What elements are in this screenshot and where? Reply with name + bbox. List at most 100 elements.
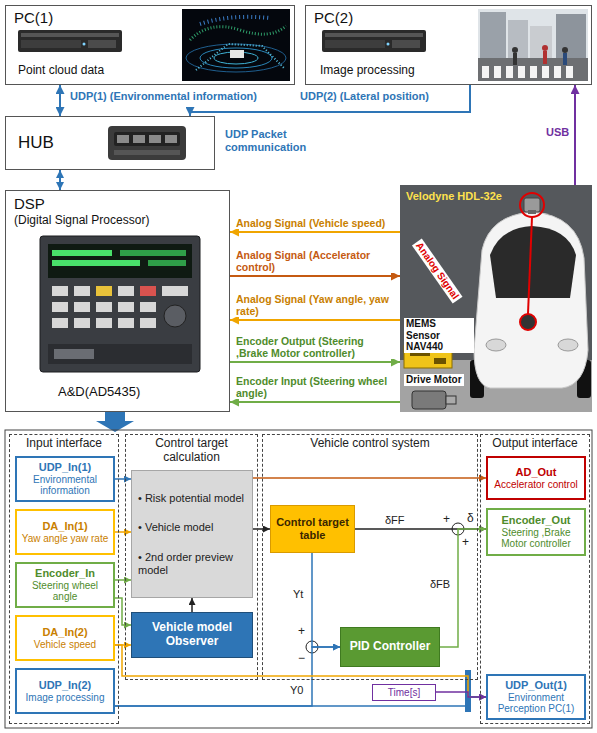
street-image xyxy=(566,66,573,78)
port-signal: Environmental information xyxy=(21,474,109,497)
interface-block: Encoder_InSteering wheel angle xyxy=(15,562,115,608)
sum-sign: + xyxy=(462,536,469,550)
dsp-device xyxy=(48,344,192,364)
flow-arrow xyxy=(96,412,134,432)
port-signal: Vehicle speed xyxy=(34,639,96,651)
dsp-device xyxy=(120,250,186,256)
model-name: A&D(AD5435) xyxy=(58,385,140,400)
server-icon xyxy=(325,33,423,37)
dsp-device xyxy=(118,302,134,312)
signal-label: Analog Signal (Yaw angle, yaw rate) xyxy=(236,293,396,317)
dsp-device xyxy=(40,236,200,372)
dsp-device xyxy=(140,302,156,312)
vehicle-photo xyxy=(558,339,578,351)
port-name: UDP_In(2) xyxy=(39,679,92,692)
vehicle-photo xyxy=(528,210,536,214)
hub-icon xyxy=(114,150,180,155)
dsp-device xyxy=(96,302,112,312)
model-item: • Risk potential model xyxy=(138,492,244,505)
connector xyxy=(436,692,486,697)
street-image xyxy=(542,45,548,51)
street-image xyxy=(563,53,567,65)
block-title: Time[s] xyxy=(388,687,420,699)
interface-block: UDP_In(1)Environmental information xyxy=(15,456,115,502)
server-icon xyxy=(392,40,420,48)
server-icon xyxy=(325,40,385,48)
port-name: UDP_In(1) xyxy=(39,461,92,474)
group-frame: Vehicle control systemControl target tab… xyxy=(262,434,478,680)
server-icon xyxy=(387,43,390,46)
dsp-device xyxy=(74,318,90,328)
connector xyxy=(230,361,400,363)
dsp-device xyxy=(52,318,68,328)
street-image xyxy=(542,66,549,78)
block-title: PID Controller xyxy=(350,640,431,654)
street-image xyxy=(482,66,489,78)
hub-icon xyxy=(165,135,177,143)
signal-label: δFB xyxy=(430,578,450,591)
vehicle-photo xyxy=(520,314,536,330)
connector xyxy=(230,319,400,321)
panel-frame xyxy=(5,430,592,728)
street-image xyxy=(494,66,501,78)
box-title: PC(1) xyxy=(14,9,53,26)
hub-icon xyxy=(133,135,145,143)
computer-box: PC(2)Image processing xyxy=(305,5,592,85)
street-image xyxy=(478,58,588,81)
box-subtitle: (Digital Signal Processor) xyxy=(14,214,149,228)
vehicle-photo xyxy=(490,226,576,298)
connector xyxy=(115,579,131,581)
sensor-label: MEMS Sensor NAV440 xyxy=(404,318,474,353)
vehicle-photo xyxy=(486,339,506,351)
server-icon xyxy=(18,30,122,52)
dsp-device xyxy=(118,318,134,328)
group-title: Input interface xyxy=(26,437,102,451)
block-title: Control target table xyxy=(275,516,350,541)
group-title: Output interface xyxy=(492,437,577,451)
drive-motor-image xyxy=(412,391,446,409)
dsp-device xyxy=(74,302,90,312)
port-name: Encoder_Out xyxy=(501,514,570,527)
signal-label: UDP(1) (Environmental information) xyxy=(70,90,257,103)
street-image xyxy=(508,20,528,58)
sensor-label: Velodyne HDL-32e xyxy=(406,190,514,203)
point-cloud-image xyxy=(230,50,244,58)
port-signal: Steering ,Brake Motor controller xyxy=(492,527,580,550)
signal-label: δFF xyxy=(385,514,405,527)
sum-sign: − xyxy=(298,652,305,666)
hub-icon xyxy=(114,132,180,146)
port-signal: Image processing xyxy=(26,692,105,704)
signal-label: Yt xyxy=(293,588,303,601)
connector xyxy=(191,598,193,612)
dsp-device xyxy=(48,244,192,278)
dsp-device xyxy=(96,286,112,296)
group-frame: Control target calculation• Risk potenti… xyxy=(125,434,258,680)
interface-block: UDP_Out(1)Environment Perception PC(1) xyxy=(486,674,586,720)
point-cloud-image xyxy=(190,26,286,40)
point-cloud-image xyxy=(200,17,270,24)
signal-label: Y0 xyxy=(290,684,303,697)
street-image xyxy=(518,66,525,78)
street-image xyxy=(480,12,506,58)
street-image xyxy=(478,9,588,81)
server-icon xyxy=(88,40,116,48)
interface-block: UDP_In(2)Image processing xyxy=(15,668,115,714)
vehicle-photo xyxy=(528,217,532,314)
vehicle-photo xyxy=(400,185,592,412)
dsp-device xyxy=(162,286,188,296)
model-item: • 2nd order preview model xyxy=(138,551,246,576)
box-caption: Image processing xyxy=(320,64,415,78)
hub-icon xyxy=(117,135,129,143)
sum-sign: + xyxy=(298,625,305,639)
drive-motor-image xyxy=(412,391,456,409)
street-image xyxy=(556,14,586,58)
port-name: Encoder_In xyxy=(35,567,95,580)
connector xyxy=(230,401,400,403)
dsp-device xyxy=(54,349,94,359)
connector xyxy=(253,477,486,479)
port-name: AD_Out xyxy=(516,466,557,479)
street-image xyxy=(530,26,552,58)
observer-block: Vehicle model Observer xyxy=(131,612,253,658)
dsp-device xyxy=(40,236,200,372)
